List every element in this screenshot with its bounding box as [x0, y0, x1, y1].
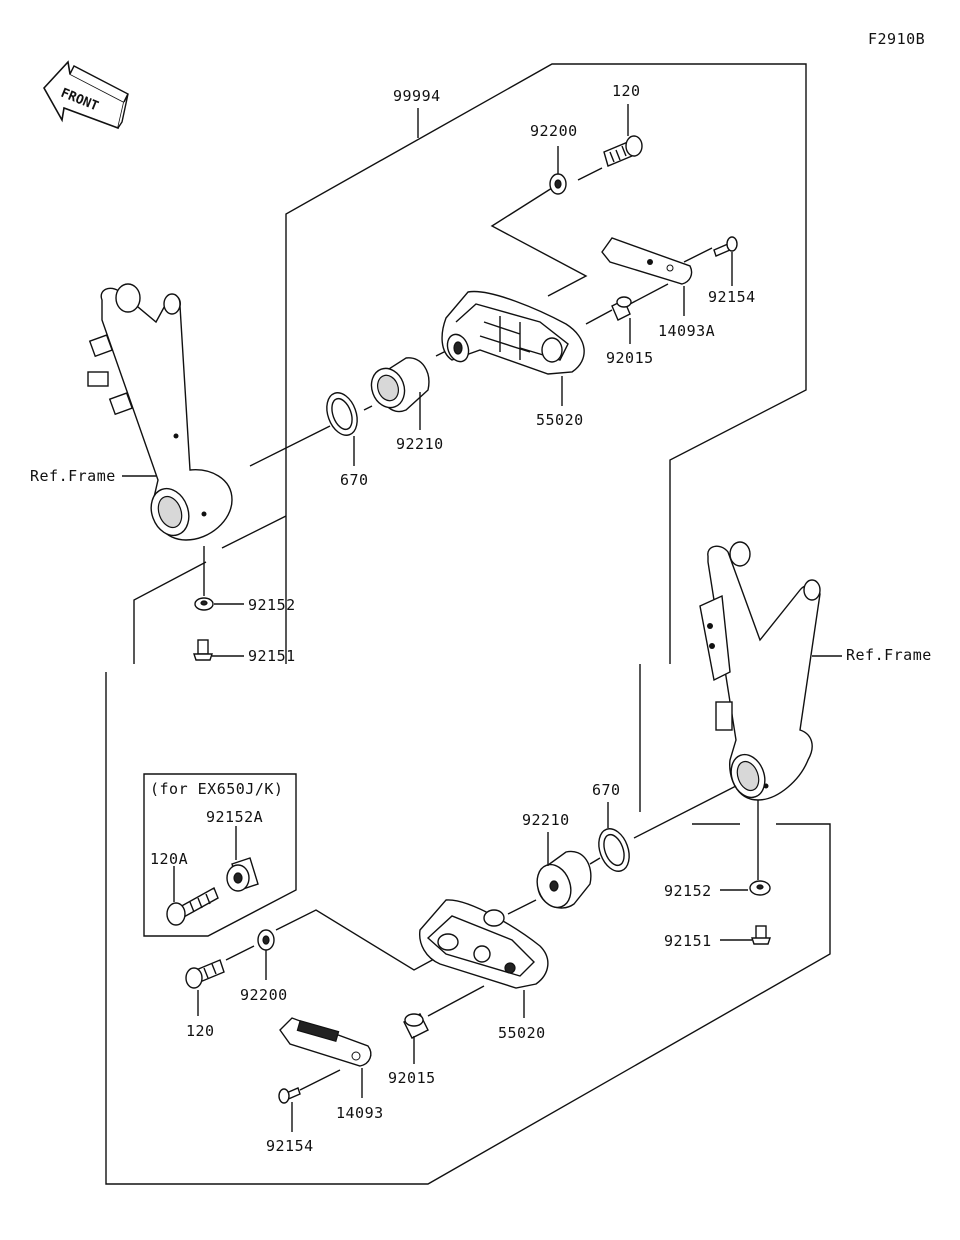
upper-plate-14093A: [601, 237, 693, 285]
figure-code: F2910B: [868, 30, 925, 48]
label-670-lower: 670: [592, 781, 621, 799]
upper-axis-4: [221, 515, 287, 549]
upper-oring-670: [326, 392, 358, 436]
lower-plate-14093: [279, 1017, 372, 1067]
label-55020-lower: 55020: [498, 1024, 546, 1042]
lower-kit-outline: [105, 672, 831, 1185]
label-120A: 120A: [150, 850, 188, 868]
lower-bolt-92151: [751, 925, 771, 945]
label-92200-lower: 92200: [240, 986, 288, 1004]
label-92154-upper: 92154: [708, 288, 756, 306]
label-14093A: 14093A: [658, 322, 715, 340]
lower-washer-92200: [257, 929, 275, 951]
lower-axis-bolt: [275, 909, 437, 971]
upper-axis-screw: [629, 283, 669, 305]
label-14093: 14093: [336, 1104, 384, 1122]
upper-slider-55020: [441, 290, 585, 375]
lower-slider-55020: [419, 899, 549, 989]
label-92210-lower: 92210: [522, 811, 570, 829]
upper-bolt-92151: [193, 639, 213, 661]
label-92015-upper: 92015: [606, 349, 654, 367]
lower-frame: [699, 541, 821, 801]
upper-spacer-92210: [370, 357, 430, 413]
label-92210-upper: 92210: [396, 435, 444, 453]
front-arrow-icon: FRONT: [43, 60, 129, 130]
label-92152A: 92152A: [206, 808, 263, 826]
lower-bolt-120: [185, 959, 225, 989]
alt-bolt-120A: [166, 887, 219, 926]
label-92200-upper: 92200: [530, 122, 578, 140]
label-92151-upper: 92151: [248, 647, 296, 665]
lower-nut-92152: [749, 880, 771, 896]
upper-collar-92015: [611, 296, 632, 321]
upper-kit-outline: [285, 63, 807, 664]
label-92015-lower: 92015: [388, 1069, 436, 1087]
label-92152-lower: 92152: [664, 882, 712, 900]
alt-parts-box: (for EX650J/K) 92152A 120A: [143, 773, 297, 937]
label-92151-lower: 92151: [664, 932, 712, 950]
upper-kit-outline-left: [133, 561, 207, 664]
lower-axis-collar: [427, 985, 485, 1017]
lower-oring-670: [598, 828, 630, 872]
label-92152-upper: 92152: [248, 596, 296, 614]
lower-axis-3: [507, 899, 537, 915]
lower-collar-92015: [403, 1013, 429, 1039]
lower-axis-2: [589, 857, 601, 865]
label-92154-lower: 92154: [266, 1137, 314, 1155]
label-120-upper: 120: [612, 82, 641, 100]
upper-screw-92154: [713, 236, 738, 257]
label-ref-frame-upper: Ref.Frame: [30, 467, 116, 485]
lower-axis-screw: [299, 1069, 341, 1091]
label-55020-upper: 55020: [536, 411, 584, 429]
label-120-lower: 120: [186, 1022, 215, 1040]
lower-axis-1: [633, 785, 737, 839]
upper-axis-screw-2: [683, 247, 713, 263]
upper-axis-2: [363, 405, 373, 411]
upper-bolt-120: [603, 135, 643, 167]
upper-axis-bolt-2: [577, 167, 603, 181]
upper-axis-collar: [585, 309, 613, 325]
upper-axis-1: [249, 425, 331, 467]
lower-axis-bolt-2: [225, 945, 255, 961]
upper-washer-92200: [549, 173, 567, 195]
label-670-upper: 670: [340, 471, 369, 489]
alt-spacer-92152A: [226, 857, 259, 892]
lower-screw-92154: [278, 1087, 301, 1104]
label-99994: 99994: [393, 87, 441, 105]
alt-box-note: (for EX650J/K): [150, 780, 283, 798]
upper-frame: [87, 283, 233, 541]
upper-nut-92152: [194, 597, 214, 611]
label-ref-frame-lower: Ref.Frame: [846, 646, 932, 664]
upper-axis-bolt: [490, 187, 588, 297]
lower-spacer-92210: [536, 850, 592, 909]
